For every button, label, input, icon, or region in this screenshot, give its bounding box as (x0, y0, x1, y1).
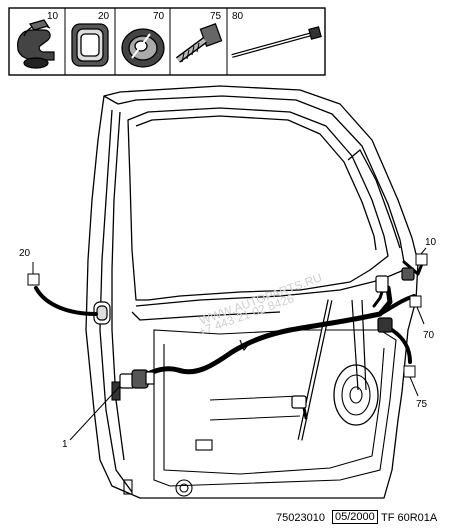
rubber-grommet-icon (71, 23, 109, 67)
drawing-date: 05/2000 (332, 510, 378, 524)
legend-number-80: 80 (232, 11, 244, 22)
drawing-reference: TF 60R01A (381, 512, 438, 524)
legend-number-10: 10 (47, 11, 59, 22)
door-frame (85, 85, 419, 499)
door-inner-panel (111, 299, 397, 497)
legend-number-70: 70 (153, 11, 165, 22)
harness-connectors (119, 267, 415, 409)
callout-label-10: 10 (425, 237, 437, 248)
legend-number-20: 20 (98, 11, 110, 22)
callout-label-1: 1 (62, 439, 68, 450)
parts-legend (8, 7, 326, 76)
drawing-number: 75023010 (276, 512, 325, 524)
legend-number-75: 75 (210, 11, 222, 22)
leader-lines (32, 247, 427, 441)
callout-label-75: 75 (416, 399, 428, 410)
wire-clip-icon (17, 19, 55, 69)
screw-clip-icon (175, 23, 223, 63)
callout-label-20: 20 (19, 248, 31, 259)
callout-label-70: 70 (423, 330, 435, 341)
cable-tie-icon (231, 26, 322, 58)
round-grommet-icon (121, 28, 165, 68)
